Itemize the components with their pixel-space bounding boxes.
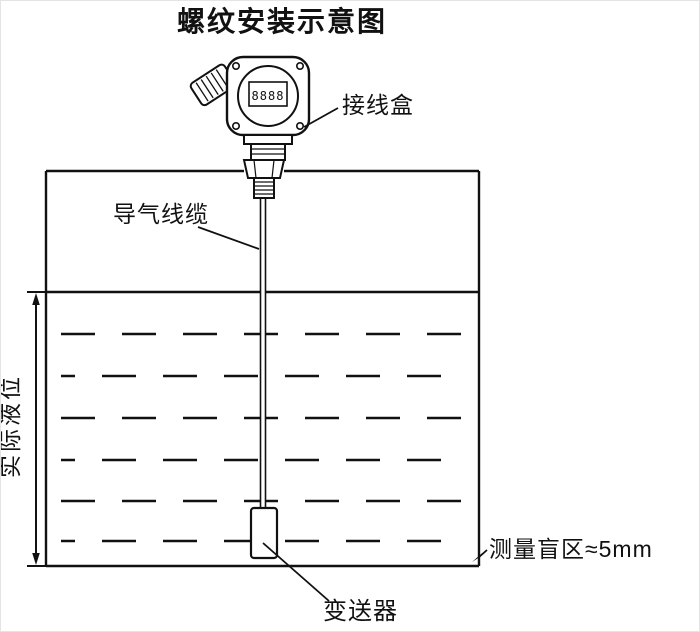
- level-dimension: 实际液位: [1, 291, 46, 567]
- thread-fitting: [253, 177, 275, 199]
- cable-gland: [189, 63, 237, 107]
- transmitter-head: 8888: [189, 55, 311, 199]
- blind-zone-label: 测量盲区≈5mm: [489, 536, 653, 562]
- terminal-block: [250, 143, 286, 161]
- air-cable-label: 导气线缆: [113, 201, 209, 227]
- blind-zone-leader: [477, 549, 488, 559]
- probe-body: [249, 506, 279, 560]
- terminal-fins: [251, 148, 285, 155]
- screw-icon: [232, 122, 241, 131]
- cable-gland-ribs: [195, 69, 229, 102]
- actual-level-label: 实际液位: [1, 374, 23, 478]
- hex-nut: [242, 159, 286, 179]
- screw-icon: [295, 61, 304, 70]
- page-title: 螺纹安装示意图: [177, 5, 387, 37]
- lcd-display: [248, 81, 288, 107]
- transmitter-leader: [262, 542, 330, 602]
- transmitter-label: 变送器: [323, 598, 398, 625]
- screw-icon: [232, 61, 241, 70]
- air-cable-line: [259, 197, 267, 509]
- arrow-up-icon: [32, 293, 40, 305]
- junction-box-leader: [303, 107, 339, 128]
- housing-screws: [232, 61, 304, 131]
- arrow-down-icon: [32, 553, 40, 565]
- screw-icon: [295, 122, 304, 131]
- junction-box-label: 接线盒: [342, 92, 414, 118]
- neck-flange: [243, 134, 293, 145]
- arrow-corner-icon: [472, 552, 483, 562]
- thread-ridges: [253, 181, 275, 195]
- tank-outline: [44, 169, 481, 568]
- hex-nut-facets: [253, 159, 275, 179]
- lcd-digits: 8888: [252, 89, 285, 103]
- air-cable-leader: [197, 226, 260, 250]
